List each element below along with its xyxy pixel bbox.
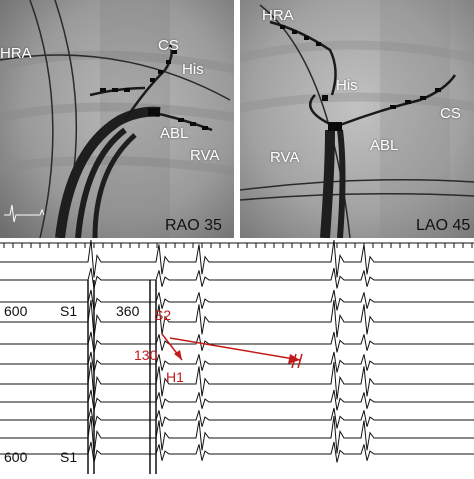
label-cs: CS <box>158 37 179 54</box>
cycle-length-lower: 600 <box>4 449 28 465</box>
view-label-rao: RAO 35 <box>165 217 222 234</box>
conduction-annotation <box>161 333 303 369</box>
view-label-lao: LAO 45 <box>416 217 471 234</box>
cycle-length-upper: 600 <box>4 303 28 319</box>
interval-label: 130 <box>134 347 158 363</box>
electrogram-trace <box>0 299 474 338</box>
fluoroscopy-rao-panel: HRA CS His ABL RVA RAO 35 <box>0 0 234 238</box>
label-abl: ABL <box>160 125 189 142</box>
label-cs: CS <box>440 105 461 122</box>
conduction-arrow <box>169 337 301 361</box>
block-mark-2 <box>297 353 303 369</box>
fluoroscopy-lao-panel: HRA His CS RVA ABL LAO 45 <box>240 0 474 238</box>
s2-label: S2 <box>154 307 172 323</box>
electrogram-trace <box>0 239 474 278</box>
h1-label: H1 <box>166 369 184 385</box>
label-his: His <box>336 77 358 94</box>
electrogram-trace <box>0 331 474 353</box>
label-his: His <box>182 61 204 78</box>
label-rva: RVA <box>190 147 220 164</box>
electrogram-trace <box>0 415 474 454</box>
electrogram-trace <box>0 351 474 373</box>
label-hra: HRA <box>0 45 32 62</box>
label-hra: HRA <box>262 7 294 24</box>
label-abl: ABL <box>370 137 399 154</box>
s1-label-upper: S1 <box>60 303 78 319</box>
coupling-interval-label: 360 <box>116 303 140 319</box>
intracardiac-tracing-panel: 600 S1 360 S2 130 H1 600 S1 <box>0 239 474 474</box>
electrogram-trace <box>0 407 474 429</box>
s1-label-lower: S1 <box>60 449 78 465</box>
label-rva: RVA <box>270 149 300 166</box>
electrogram-trace <box>0 361 474 400</box>
block-mark-1 <box>291 353 297 369</box>
electrogram-trace <box>0 389 474 411</box>
electrogram-trace <box>0 289 474 311</box>
ecg-tracings <box>0 239 474 474</box>
electrogram-trace <box>0 441 474 463</box>
fluoroscopy-lao-image <box>240 0 474 238</box>
fluoroscopy-rao-image <box>0 0 234 238</box>
electrogram-trace <box>0 267 474 289</box>
